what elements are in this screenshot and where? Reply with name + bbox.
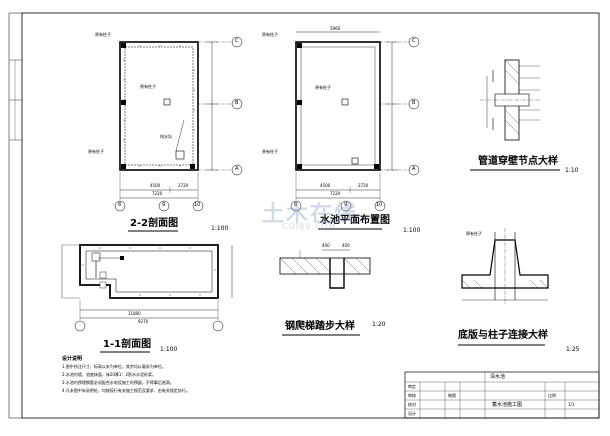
column-ref-label: 原有柱子 bbox=[140, 84, 156, 89]
design-notes: 设计说明 1.图中所注尺寸，标高以米为单位，其余均以毫米为单位。 2.水池内墙、… bbox=[62, 355, 392, 396]
pipe-pit-label: 排水坑 bbox=[160, 134, 172, 139]
dim-label: 7220 bbox=[152, 191, 163, 196]
watermark-sub: COI88.COM bbox=[282, 222, 337, 231]
dim-label: 9270 bbox=[138, 319, 149, 324]
column-ref-label: 原有柱子 bbox=[95, 32, 111, 37]
joint-detail bbox=[458, 228, 549, 346]
axis-bubble-9: 9 bbox=[162, 202, 166, 208]
ladder-detail-scale: 1:20 bbox=[372, 321, 386, 328]
note-item: 1.图中所注尺寸，标高以米为单位，其余均以毫米为单位。 bbox=[62, 364, 166, 369]
dim-label: 2720 bbox=[358, 183, 369, 188]
axis-bubble-b: B bbox=[412, 100, 416, 106]
title-block-frame bbox=[404, 371, 600, 419]
ladder-detail-title: 钢爬梯踏步大样 bbox=[285, 321, 355, 332]
dim-label: 5960 bbox=[330, 26, 341, 31]
plan-scale: 1:100 bbox=[403, 227, 421, 234]
axis-bubble-b: B bbox=[235, 100, 239, 106]
joint-detail-scale: 1:25 bbox=[566, 346, 580, 353]
column-ref-label: 原有柱子 bbox=[466, 231, 482, 236]
title-block-drawing: 蓄水池施工图 bbox=[492, 402, 523, 408]
ladder-detail bbox=[279, 249, 371, 336]
note-item: 4.凡未图中未说明处，均按现行有关施工规范及要求、由有关规定执行。 bbox=[62, 388, 190, 393]
title-block-project: 清水池 bbox=[490, 374, 506, 380]
title-block-row-label: 设计 bbox=[408, 411, 416, 416]
axis-bubble-8: 8 bbox=[294, 202, 298, 208]
title-block-scale-label: 比例 bbox=[548, 393, 556, 398]
column-ref-label: 原有柱子 bbox=[262, 149, 278, 154]
axis-bubble-c: C bbox=[235, 38, 239, 44]
section-2-2 bbox=[114, 36, 243, 232]
pipe-detail-title: 管道穿壁节点大样 bbox=[478, 156, 558, 167]
column-ref-label: 原有柱子 bbox=[88, 149, 104, 154]
dim-label: 4500 bbox=[150, 183, 161, 188]
note-item: 3.水池内预埋钢管必须配合水电设施工时预留，不得事后凿洞。 bbox=[62, 380, 174, 385]
pipe-detail bbox=[470, 59, 560, 171]
title-block-row-label: 审定 bbox=[408, 384, 416, 389]
title-block-sheet: 1/1 bbox=[568, 402, 575, 407]
section-1-1 bbox=[61, 244, 233, 353]
axis-bubble-8: 8 bbox=[118, 202, 122, 208]
joint-detail-title: 底版与柱子连接大样 bbox=[458, 330, 548, 341]
axis-bubble-a: A bbox=[235, 166, 239, 172]
dim-label: 2720 bbox=[178, 183, 189, 188]
section-1-1-title: 1-1剖面图 bbox=[103, 339, 152, 350]
dim-label: 400 bbox=[342, 243, 350, 248]
outer-frame bbox=[21, 12, 600, 419]
plan-layout bbox=[290, 31, 420, 230]
note-item: 2.水池内墙、池底抹面，抹20厚1：2防水水泥砂浆。 bbox=[62, 372, 156, 377]
axis-bubble-c: C bbox=[412, 38, 416, 44]
title-block-row-label: 制图 bbox=[448, 393, 456, 398]
axis-bubble-9: 9 bbox=[344, 202, 348, 208]
axis-bubble-a: A bbox=[412, 166, 416, 172]
plan-title: 水池平面布置图 bbox=[320, 215, 390, 226]
title-block-row-label: 校对 bbox=[408, 402, 416, 407]
axis-bubble-10: 10 bbox=[376, 202, 383, 208]
section-2-2-title: 2-2剖面图 bbox=[130, 218, 179, 229]
column-ref-label: 原有柱子 bbox=[262, 32, 278, 37]
title-block-row-label: 审核 bbox=[408, 393, 416, 398]
section-1-1-scale: 1:100 bbox=[160, 346, 178, 353]
dim-label: 7220 bbox=[330, 191, 341, 196]
dim-label: 4500 bbox=[320, 183, 331, 188]
column-ref-label: 原有柱子 bbox=[315, 85, 331, 90]
notes-heading: 设计说明 bbox=[62, 356, 83, 362]
section-2-2-scale: 1:100 bbox=[211, 225, 229, 232]
watermark-logo: 土木在线 bbox=[262, 202, 359, 227]
dim-label: 400 bbox=[322, 243, 330, 248]
dim-label: 11800 bbox=[128, 311, 141, 316]
pipe-detail-scale: 1:10 bbox=[565, 167, 579, 174]
axis-bubble-10: 10 bbox=[194, 202, 201, 208]
